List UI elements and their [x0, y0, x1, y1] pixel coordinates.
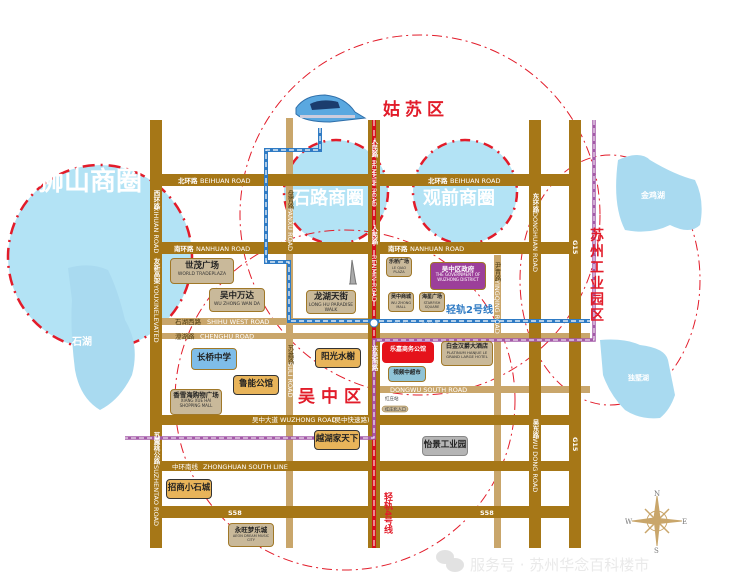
stop-label: 红庄站 — [385, 395, 399, 402]
road-label: BEIHUAN ROAD — [450, 177, 500, 185]
road-label: WUZHONG ROAD — [280, 416, 336, 424]
metro-station-icon — [369, 318, 379, 328]
road-label: 石湖西路 — [175, 317, 202, 326]
road-label: CHENGHU ROAD — [200, 333, 254, 341]
road-label: DONGHUAN ROAD — [531, 212, 539, 272]
road-label: 吴中大道 — [252, 415, 279, 424]
shishan-circle — [6, 163, 194, 351]
tower-icon — [349, 259, 357, 285]
landmark-yangguang-shuixie[interactable]: 阳光水榭 — [315, 348, 361, 368]
wuzhong-range-ring — [174, 229, 516, 571]
road-label: ZHONGHUAN SOUTH LINE — [203, 463, 288, 471]
watermark: 服务号 · 苏州华念百科楼市 — [436, 550, 649, 574]
road-label: XIHUAN ROAD — [152, 207, 160, 253]
road-label: SHIHU WEST ROAD — [207, 318, 269, 326]
landmark-yuehu-jiatianxia[interactable]: 越湖家天下 — [314, 430, 360, 450]
landmark-zhaoshang-xiaoshicheng[interactable]: 招商小石城 — [166, 479, 212, 499]
dushuhu-lake — [600, 339, 675, 419]
gusu-range-ring — [239, 34, 601, 396]
road-label: 东环路 — [531, 192, 539, 214]
road-label: 尹青路 — [493, 262, 501, 283]
compass-s: S — [654, 547, 659, 555]
road-label: (吴中快速路) — [332, 415, 370, 424]
road-label: 南环路 — [174, 244, 194, 253]
landmark-leja-business-apartment[interactable]: 乐嘉商务公馆 — [382, 342, 434, 363]
stop-label: 红庄北入口 — [385, 406, 406, 413]
road-label: 友新高架 — [152, 257, 161, 286]
jinjihu-label: 金鸡湖 — [640, 190, 665, 200]
road-label: 西环路 — [152, 190, 160, 211]
compass-e: E — [682, 518, 687, 526]
road-label: BEIHUAN ROAD — [200, 177, 250, 185]
sip-range-ring — [519, 154, 701, 406]
road-label: WU DONG ROAD — [531, 438, 539, 492]
compass-rose-icon — [631, 495, 683, 547]
road-label: 北环路 — [428, 176, 448, 185]
road-label: S58 — [480, 509, 494, 517]
road-label: NANHUAN ROAD — [410, 245, 464, 253]
road-label: 北环路 — [178, 176, 198, 185]
road-label: 中环南线 — [172, 462, 199, 471]
gusu-district-label: 姑苏区 — [383, 100, 449, 120]
landmark-luneng-gongguan[interactable]: 鲁能公馆 — [233, 375, 279, 395]
road-label: 苏震桃公路 — [152, 431, 161, 466]
major-roads — [150, 120, 581, 548]
shihu-lake — [68, 265, 135, 410]
shihu-label: 石湖 — [71, 335, 92, 348]
road-label: 人民路 — [370, 224, 378, 246]
landmark-supermarket[interactable]: 视频中超市 — [388, 366, 426, 382]
jinjihu-lake — [616, 155, 702, 232]
road-label: 吴东路 — [531, 418, 539, 440]
wuzhong-district-label: 吴中区 — [298, 387, 367, 407]
shilu-circle-label: 石路商圈 — [291, 187, 364, 209]
sip-district-label: 苏州工业园区 — [590, 228, 604, 324]
road-label: RENMIN ROAD — [370, 255, 378, 302]
road-label: SUZHENTAO ROAD — [152, 465, 160, 526]
road-label: PANXU ROAD — [286, 208, 294, 251]
road-label: RENMIN ROAD — [370, 160, 378, 207]
road-label: S58 — [228, 509, 242, 517]
shishan-circle-label: 狮山商圈 — [38, 166, 142, 197]
road-label: 苏蠡路 — [286, 344, 294, 366]
dushuhu-label: 独墅湖 — [627, 373, 649, 382]
station-note: (2/4号线换乘) — [412, 322, 441, 329]
road-label: G15 — [571, 437, 579, 452]
watermark-text: 服务号 · 苏州华念百科楼市 — [470, 556, 649, 574]
line2-label: 轻轨2号线 — [446, 303, 493, 316]
compass-n: N — [654, 490, 660, 498]
road-label: YOUXINELEVATED — [152, 284, 160, 343]
road-label: 人民路 — [370, 137, 378, 159]
road-label: DONGWU SOUTH ROAD — [390, 386, 467, 394]
landmark-changqiao-middle-school[interactable]: 长桥中学 — [191, 348, 237, 370]
line4-label: 轻轨4号线 — [382, 491, 393, 535]
road-label: G15 — [571, 240, 579, 255]
road-label: NANHUAN ROAD — [196, 245, 250, 253]
compass-w: W — [625, 518, 633, 526]
road-label: 盘胥路 — [286, 189, 294, 211]
road-label: SULI ROAD — [286, 362, 294, 397]
station-label: 石湖东路站 — [389, 322, 412, 329]
train-icon — [295, 94, 367, 123]
guanqian-circle-label: 观前商圈 — [423, 187, 495, 209]
road-label: YINGQING ROAD — [493, 279, 501, 334]
road-label: 澄湖路 — [175, 332, 195, 341]
landmark-yijing-industrial-park[interactable]: 怡景工业园 — [422, 436, 468, 456]
road-label: 南环路 — [388, 244, 408, 253]
road-label: 东吴南路 — [370, 344, 378, 373]
